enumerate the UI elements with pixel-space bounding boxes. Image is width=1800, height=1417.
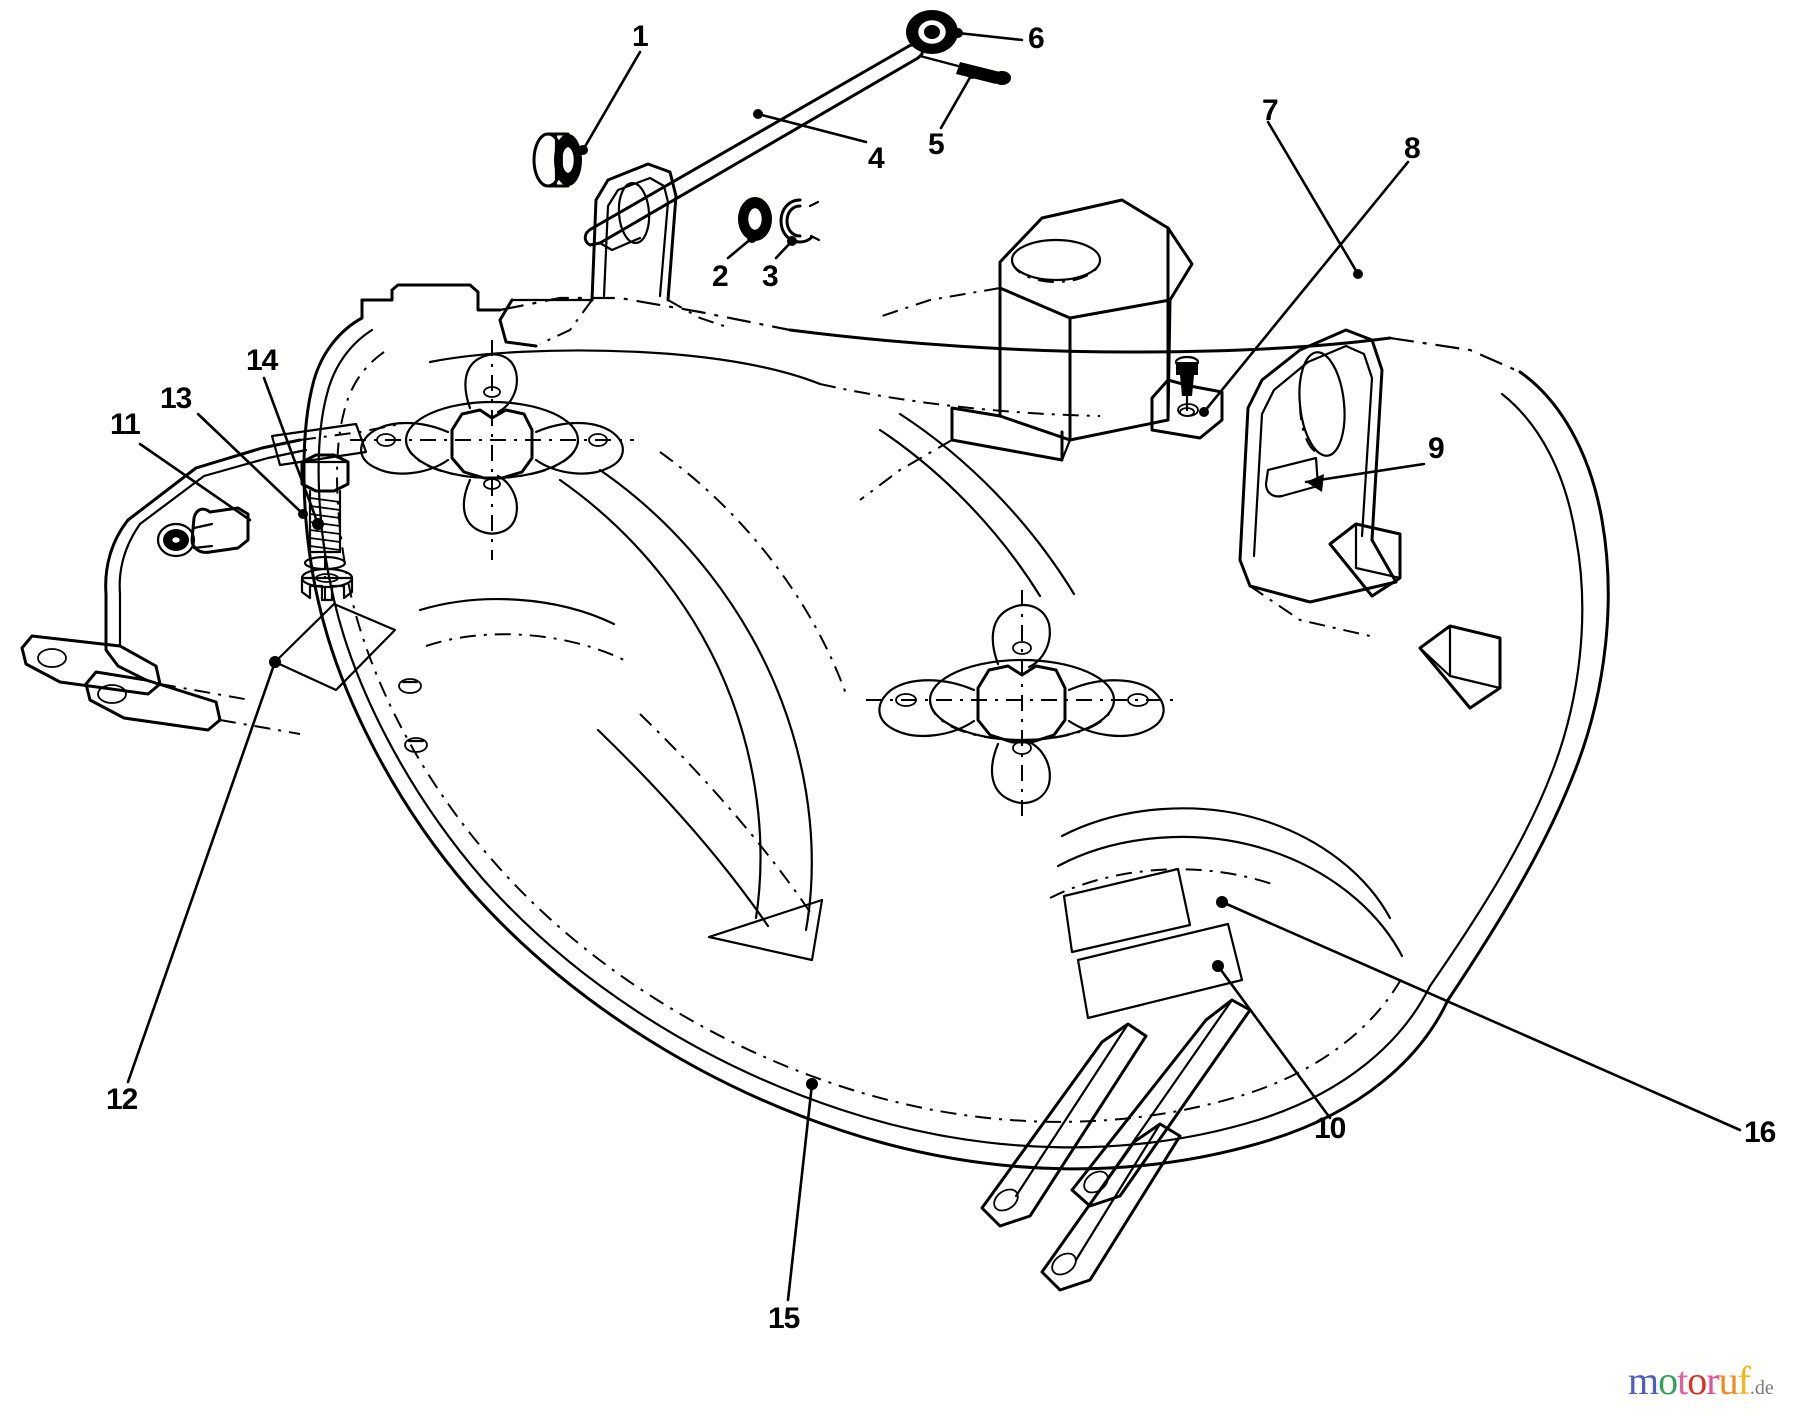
- washer-item-2: [738, 197, 772, 241]
- callout-label-1: 1: [632, 20, 649, 53]
- motoruf-watermark-logo: motoruf.de: [1628, 1352, 1796, 1410]
- decal-stripe-lower-item-10: [1076, 922, 1244, 1020]
- callout-label-15: 15: [768, 1302, 800, 1335]
- callout-label-16: 16: [1744, 1116, 1776, 1149]
- decal-stripe-upper-item-16: [1062, 867, 1192, 954]
- callout-label-6: 6: [1028, 22, 1045, 55]
- left-spindle-assembly: [350, 340, 634, 560]
- callout-label-3: 3: [762, 260, 779, 293]
- watermark-letter-o1: o: [1658, 1358, 1678, 1403]
- retaining-ring-item-3: [779, 198, 821, 244]
- callout-label-7: 7: [1262, 94, 1279, 127]
- decal-diamond: [273, 602, 397, 692]
- decal-rectangle-left: [270, 422, 368, 467]
- mower-deck-housing: [302, 283, 1610, 1171]
- clevis-pin-item-5: [918, 54, 1011, 85]
- right-upright-bracket: [1238, 328, 1502, 710]
- deck-upright-tab-left: [498, 162, 731, 348]
- callout-leader-lines: [126, 28, 1742, 1302]
- decal-arrow-item-15: [707, 898, 824, 962]
- callout-label-10: 10: [1314, 1112, 1346, 1145]
- deck-holes: [398, 678, 428, 753]
- callout-label-9: 9: [1428, 432, 1445, 465]
- nut-item-6: [906, 10, 958, 54]
- watermark-suffix-de: .de: [1749, 1377, 1774, 1399]
- watermark-letter-r: r: [1706, 1358, 1719, 1403]
- left-side-bracket: [20, 423, 401, 735]
- watermark-letter-f: f: [1737, 1358, 1751, 1403]
- callout-label-12: 12: [106, 1083, 138, 1116]
- callout-label-11: 11: [110, 408, 141, 441]
- bolt-washer-locknut: [300, 453, 354, 602]
- bottom-skid-brackets: [980, 998, 1252, 1292]
- callout-label-14: 14: [246, 344, 278, 377]
- watermark-letter-o2: o: [1687, 1358, 1707, 1403]
- callout-label-5: 5: [928, 128, 945, 161]
- bushing-item-1: [532, 132, 582, 188]
- callout-label-8: 8: [1404, 132, 1421, 165]
- watermark-letter-m: m: [1628, 1358, 1659, 1403]
- right-spindle-assembly: [866, 590, 1178, 818]
- belt-cover-item-7: [859, 198, 1224, 501]
- callout-label-4: 4: [868, 142, 885, 175]
- screw-item-8: [1174, 355, 1200, 417]
- watermark-letter-u: u: [1718, 1358, 1739, 1403]
- watermark-letter-t: t: [1677, 1358, 1688, 1403]
- callout-label-2: 2: [712, 260, 729, 293]
- callout-label-13: 13: [160, 382, 192, 415]
